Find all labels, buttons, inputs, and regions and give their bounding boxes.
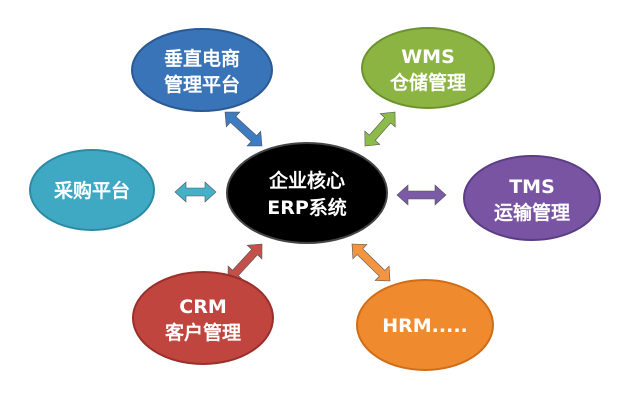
node-procurement: 采购平台 [29,149,155,231]
node-label-line1: TMS [509,176,555,198]
node-label-line1: HRM..... [382,315,468,337]
node-ellipse-hrm [356,279,494,371]
node-hrm: HRM..... [356,279,494,371]
node-ellipse-ecommerce [131,28,273,112]
center-node: 企业核心 ERP系统 [226,142,388,244]
node-label-line2: 客户管理 [165,321,241,344]
double-arrow-tms [396,184,447,206]
node-label-line1: 采购平台 [54,179,130,202]
double-arrow-ecommerce [224,111,263,147]
node-label-line2: 管理平台 [164,73,240,96]
double-arrow-hrm [351,243,391,282]
node-label-line2: 运输管理 [494,201,570,224]
double-arrow-procurement [174,181,217,203]
node-tms: TMS 运输管理 [463,155,601,241]
node-wms: WMS 仓储管理 [361,27,495,109]
node-ellipse-crm [132,271,274,365]
center-label-line2: ERP系统 [267,196,347,219]
node-ellipse-tms [463,155,601,241]
node-label-line2: 仓储管理 [389,71,466,94]
node-label-line1: 垂直电商 [164,47,240,70]
node-label-line1: CRM [179,296,226,318]
center-ellipse [226,142,388,244]
node-ellipse-wms [361,27,495,109]
node-crm: CRM 客户管理 [132,271,274,365]
double-arrow-wms [364,111,396,147]
center-label-line1: 企业核心 [268,169,345,192]
node-ellipse-procurement [29,149,155,231]
node-label-line1: WMS [401,46,455,68]
